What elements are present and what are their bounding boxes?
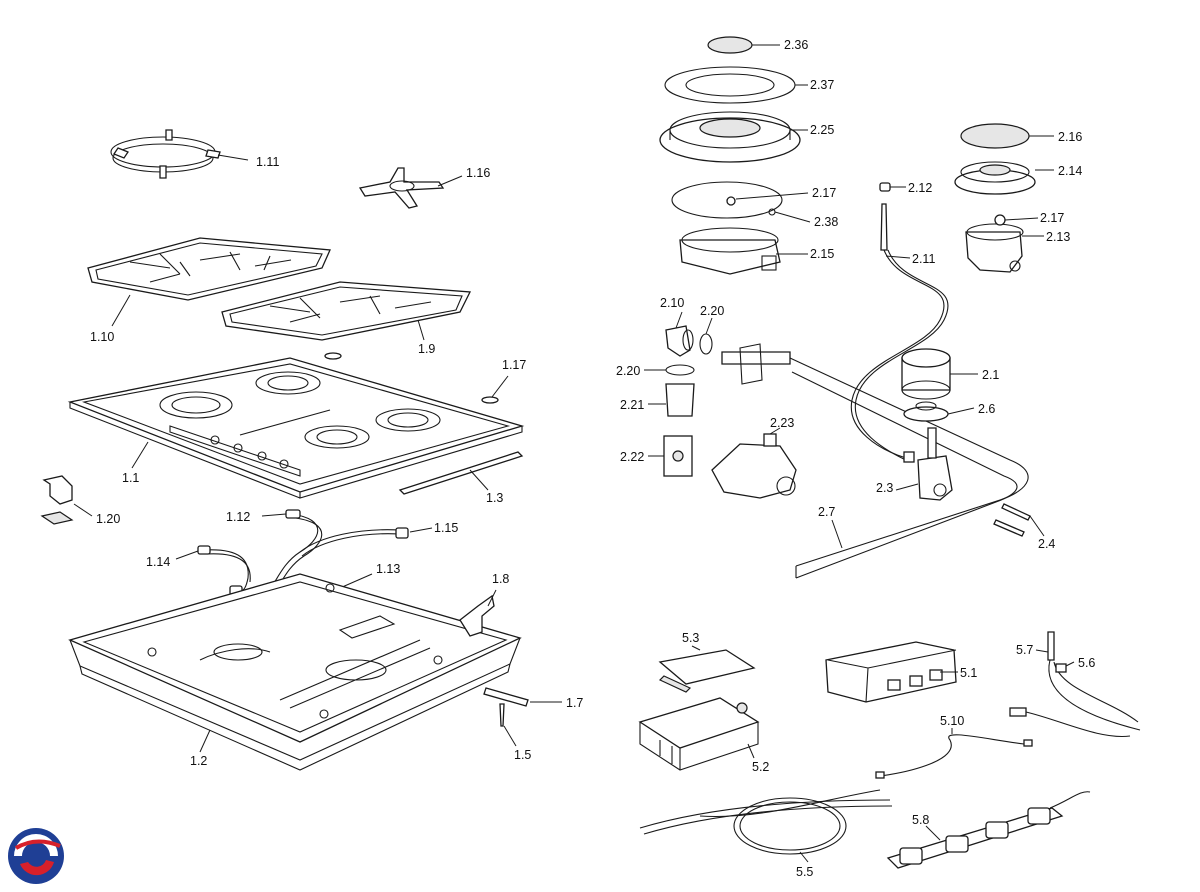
part-2-11-thermocouple [850, 203, 949, 463]
callout-label-2-37: 2.37 [810, 78, 834, 92]
callout-label-2-20a: 2.20 [700, 304, 724, 318]
callout-label-1-11: 1.11 [256, 155, 279, 169]
callout-label-2-10: 2.10 [660, 296, 684, 310]
callout-label-2-25: 2.25 [810, 123, 834, 137]
part-2-20-washer-b [665, 364, 695, 376]
callout-label-2-17b: 2.17 [1040, 211, 1064, 225]
part-1-7-strip [483, 687, 529, 707]
callout-label-2-11: 2.11 [912, 252, 935, 266]
part-5-1-ignition-unit [825, 641, 957, 703]
part-1-17-clip-b [481, 396, 499, 404]
part-1-17-clip-a [324, 352, 342, 360]
part-2-36-cap [707, 36, 753, 54]
part-2-21-nipple [665, 383, 695, 417]
callout-labels: 2.36 2.37 2.25 2.17 2.38 2.15 2.16 2.14 2.12 2.17… [90, 38, 1095, 879]
brand-logo-icon [8, 828, 64, 884]
part-2-7-gas-rail [721, 343, 1029, 579]
part-5-6-clip [1055, 663, 1067, 673]
callout-label-1-17: 1.17 [502, 358, 526, 372]
callout-label-5-1: 5.1 [960, 666, 977, 680]
part-1-11-wok-ring [110, 129, 221, 179]
part-2-14-burner-head [954, 161, 1036, 195]
part-1-5-screw [499, 703, 505, 727]
callout-label-1-10: 1.10 [90, 330, 114, 344]
part-2-20-washer-a [699, 333, 713, 355]
callout-label-1-2: 1.2 [190, 754, 207, 768]
part-2-23-regulator [711, 433, 797, 499]
callout-label-2-4: 2.4 [1038, 537, 1055, 551]
part-1-1-hob-top [67, 357, 525, 499]
callout-label-1-3: 1.3 [486, 491, 503, 505]
callout-label-1-9: 1.9 [418, 342, 435, 356]
callout-label-1-5: 1.5 [514, 748, 531, 762]
callout-label-2-13: 2.13 [1046, 230, 1070, 244]
part-2-37-ring [664, 66, 796, 104]
callout-label-2-14: 2.14 [1058, 164, 1082, 178]
callout-label-5-2: 5.2 [752, 760, 769, 774]
callout-label-2-15: 2.15 [810, 247, 834, 261]
callout-label-5-6: 5.6 [1078, 656, 1095, 670]
callout-label-1-7: 1.7 [566, 696, 583, 710]
callout-label-2-12: 2.12 [908, 181, 932, 195]
callout-label-2-6: 2.6 [978, 402, 995, 416]
part-2-10-elbow [665, 325, 694, 357]
callout-label-1-20: 1.20 [96, 512, 120, 526]
part-2-16-cap [960, 123, 1030, 149]
part-2-12-nut [879, 182, 891, 192]
part-2-13-burner-body [965, 214, 1024, 273]
callout-label-2-17a: 2.17 [812, 186, 836, 200]
callout-label-5-7: 5.7 [1016, 643, 1033, 657]
callout-label-1-13: 1.13 [376, 562, 400, 576]
callout-label-2-36: 2.36 [784, 38, 808, 52]
part-1-2-bottom-tray [68, 573, 522, 771]
callout-label-1-1: 1.1 [122, 471, 139, 485]
part-2-22-block [663, 435, 693, 477]
callout-label-2-16: 2.16 [1058, 130, 1082, 144]
part-5-3-board [658, 649, 756, 693]
callout-label-5-10: 5.10 [940, 714, 964, 728]
part-2-38-plate [671, 181, 783, 219]
callout-label-1-16: 1.16 [466, 166, 490, 180]
callout-label-2-3: 2.3 [876, 481, 893, 495]
callout-label-2-20b: 2.20 [616, 364, 640, 378]
callout-label-2-21: 2.21 [620, 398, 644, 412]
part-1-10-pan-support [87, 237, 331, 301]
part-1-3-seal-strip [398, 451, 524, 495]
callout-label-2-38: 2.38 [814, 215, 838, 229]
part-2-15-burner-body [679, 227, 781, 275]
part-5-10-wire [875, 734, 1033, 779]
part-2-25-burner-head [659, 111, 801, 163]
part-2-3-valve [917, 427, 953, 501]
part-1-20-bracket [40, 475, 74, 525]
part-2-1-knob [901, 348, 951, 400]
callout-label-5-3: 5.3 [682, 631, 699, 645]
callout-label-2-23: 2.23 [770, 416, 794, 430]
part-2-6-bezel [903, 401, 949, 422]
part-1-9-pan-support [221, 281, 472, 341]
callout-label-1-15: 1.15 [434, 521, 458, 535]
part-5-5-harness [639, 789, 893, 855]
part-5-8-switch-strip [886, 791, 1091, 869]
callout-label-5-8: 5.8 [912, 813, 929, 827]
callout-label-5-5: 5.5 [796, 865, 813, 879]
callout-label-2-22: 2.22 [620, 450, 644, 464]
part-5-2-box [638, 697, 760, 771]
callout-label-1-8: 1.8 [492, 572, 509, 586]
callout-label-1-12: 1.12 [226, 510, 250, 524]
callout-label-2-1: 2.1 [982, 368, 999, 382]
part-1-8-bracket [459, 594, 495, 637]
callout-label-2-7: 2.7 [818, 505, 835, 519]
part-2-4-screws [993, 503, 1031, 537]
part-1-16-trivet [358, 167, 445, 209]
callout-label-1-14: 1.14 [146, 555, 170, 569]
